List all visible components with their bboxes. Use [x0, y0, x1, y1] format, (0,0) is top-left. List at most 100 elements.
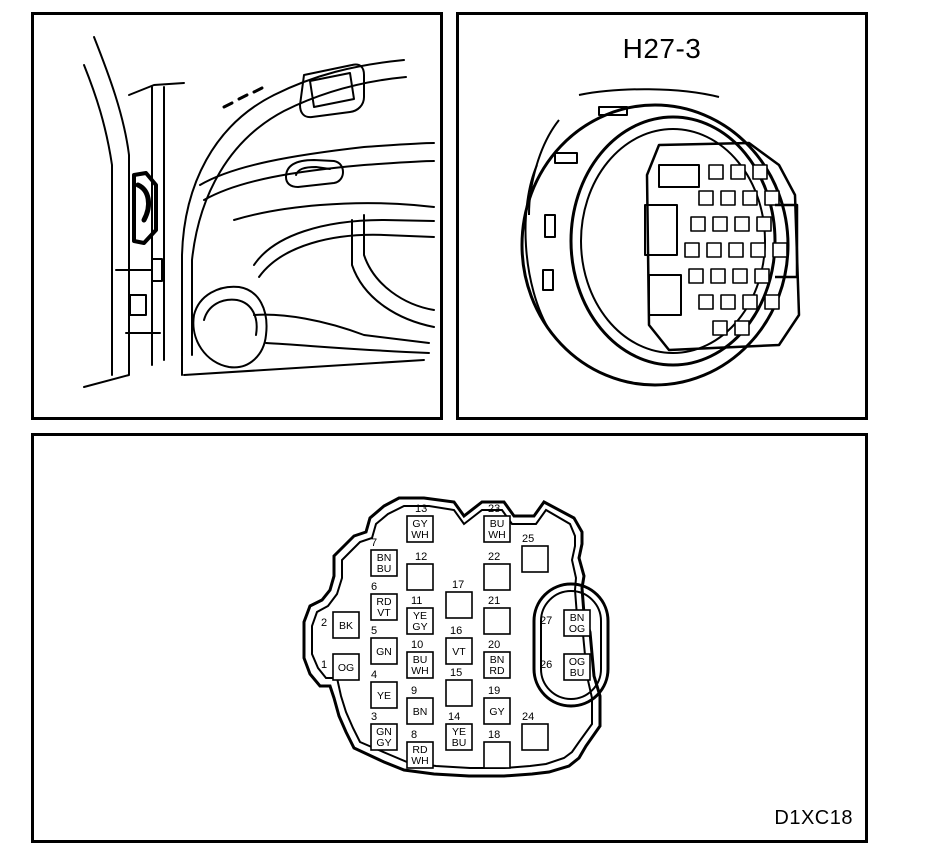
- pin-cavity: [406, 515, 434, 543]
- pin-number: 4: [371, 669, 377, 681]
- wire-color-code: BN: [377, 552, 392, 564]
- wire-color-code: WH: [411, 529, 429, 541]
- pin-number: 7: [371, 537, 377, 549]
- wire-color-code: BK: [339, 620, 353, 632]
- pin-number: 19: [488, 685, 500, 697]
- pin-cavity: [483, 697, 511, 725]
- door-location-panel: [31, 12, 443, 420]
- pin-cavity: [445, 591, 473, 619]
- wire-color-code: BN: [570, 612, 585, 624]
- pin-number: 14: [448, 711, 460, 723]
- pin-number: 1: [321, 659, 327, 671]
- door-illustration: [83, 36, 435, 388]
- pin-22: 22: [483, 551, 511, 591]
- connector-view-panel: H27-3: [456, 12, 868, 420]
- wire-color-code: BU: [413, 654, 428, 666]
- pin-number: 9: [411, 685, 417, 697]
- wire-color-code: YE: [377, 690, 391, 702]
- pin-17: 17: [445, 579, 473, 619]
- pin-number: 12: [415, 551, 427, 563]
- pin-cavity: [370, 549, 398, 577]
- pin-4: 4YE: [370, 669, 398, 709]
- wire-color-code: RD: [376, 596, 392, 608]
- pin-cavity: [406, 741, 434, 769]
- pin-cavity: [445, 679, 473, 707]
- pin-number: 8: [411, 729, 417, 741]
- wire-color-code: OG: [338, 662, 354, 674]
- wire-color-code: BU: [490, 518, 505, 530]
- pin-number: 10: [411, 639, 423, 651]
- wire-color-code: GY: [412, 621, 427, 633]
- pin-number: 18: [488, 729, 500, 741]
- pin-25: 25: [521, 533, 549, 573]
- pin-2: 2 BK: [321, 611, 360, 639]
- pin-cavity: [332, 611, 360, 639]
- pin-cavity: [406, 607, 434, 635]
- pin-cavity: [406, 651, 434, 679]
- side-pocket: [532, 582, 610, 708]
- housing-inner: [311, 505, 593, 769]
- pin-cavity: [521, 723, 549, 751]
- pin-1: 1 OG: [321, 653, 360, 681]
- housing-outer: [302, 496, 602, 778]
- pin-number: 11: [411, 595, 422, 607]
- pin-5: 5GN: [370, 625, 398, 665]
- pin-number: 3: [371, 711, 377, 723]
- pin-15: 15: [445, 667, 473, 707]
- wire-color-code: BU: [570, 667, 585, 679]
- pin-cavity: [370, 637, 398, 665]
- wire-color-code: WH: [411, 665, 429, 677]
- wire-color-code: WH: [411, 755, 429, 767]
- pin-12: 12: [406, 551, 434, 591]
- pin-number: 23: [488, 503, 500, 515]
- wire-color-code: YE: [452, 726, 466, 738]
- wire-color-code: OG: [569, 623, 585, 635]
- wire-color-code: BN: [413, 706, 428, 718]
- pin-number: 21: [488, 595, 500, 607]
- pin-cavity: [332, 653, 360, 681]
- diagram-id-label: D1XC18: [774, 807, 853, 829]
- wire-color-code: WH: [488, 529, 506, 541]
- wire-color-code: VT: [452, 646, 466, 658]
- pin-number: 15: [450, 667, 462, 679]
- pin-cavity: [406, 697, 434, 725]
- pin-cavity: [445, 723, 473, 751]
- pin-cavity: [370, 723, 398, 751]
- wire-color-code: RD: [412, 744, 428, 756]
- connector-illustration: [520, 88, 801, 387]
- pin-cavity: [483, 607, 511, 635]
- pin-number: 2: [321, 617, 327, 629]
- pin-number: 5: [371, 625, 377, 637]
- pin-9: 9BN: [406, 685, 434, 725]
- pin-number: 27: [540, 615, 552, 627]
- pin-number: 13: [415, 503, 427, 515]
- pin-number: 26: [540, 659, 552, 671]
- pin-number: 17: [452, 579, 464, 591]
- wire-color-code: GY: [412, 518, 427, 530]
- pin-cavity: [370, 681, 398, 709]
- pin-cavity: [445, 637, 473, 665]
- pin-number: 20: [488, 639, 500, 651]
- pin-number: 25: [522, 533, 534, 545]
- wire-color-code: GY: [376, 737, 391, 749]
- pin-cavity: [483, 563, 511, 591]
- pin-cavity: [483, 651, 511, 679]
- wire-color-code: BU: [377, 563, 392, 575]
- pin-cavity: [483, 515, 511, 543]
- pin-cavity: [406, 563, 434, 591]
- pin-cavity: [563, 609, 591, 637]
